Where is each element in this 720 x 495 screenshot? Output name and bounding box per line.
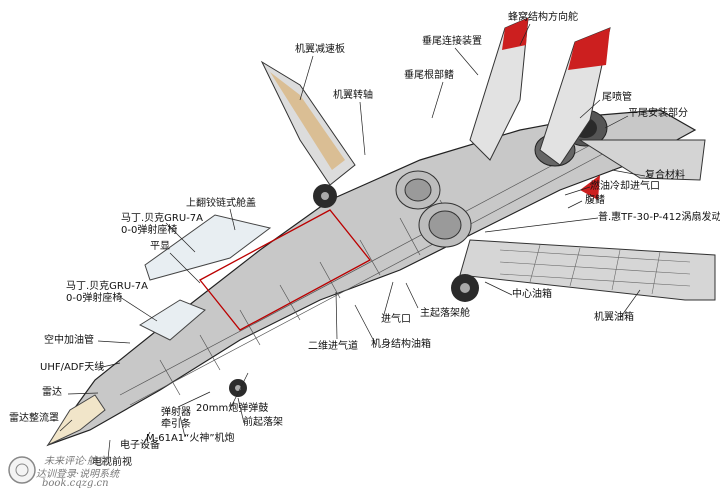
watermark-line3: book.cqzg.cn [42, 478, 109, 489]
label-vertical-tail-attach: 垂尾连接装置 [422, 36, 482, 47]
label-composite: 复合材料 [645, 170, 685, 181]
label-engine: 普.惠TF-30-P-412涡扇发动机 [598, 212, 720, 223]
label-seat-rear: 马丁.贝克GRU-7A 0-0弹射座椅 [121, 213, 204, 236]
label-uhf-adf: UHF/ADF天线 [40, 362, 105, 373]
label-refuel-probe: 空中加油管 [44, 335, 94, 346]
label-vertical-tail-root-fairing: 垂尾根部鳍 [404, 70, 454, 81]
label-nose-gear: 前起落架 [243, 417, 283, 428]
label-hud: 平显 [150, 241, 170, 252]
label-wing-tank: 机翼油箱 [594, 312, 634, 323]
label-ejector: 弹射器 牵引条 [161, 407, 191, 430]
label-fuel-cooling-inlet: 燃油冷却进气口 [590, 181, 660, 192]
label-ventral-fin: 腹鳍 [585, 195, 605, 206]
label-radar: 雷达 [42, 387, 62, 398]
watermark-logo [8, 456, 36, 484]
label-inlet-duct: 二维进气道 [308, 341, 358, 352]
label-tv: 电视前视 [92, 457, 132, 468]
label-main-gear-bay: 主起落架舱 [420, 308, 470, 319]
label-fuselage-tank: 机身结构油箱 [371, 339, 431, 350]
leader-lines [59, 23, 646, 460]
label-drum: 20mm炮弹弹鼓 [196, 403, 269, 414]
label-intake: 进气口 [381, 314, 411, 325]
watermark-line2: 达训登录·说明系统 [36, 469, 120, 480]
f14-aircraft [46, 17, 716, 447]
label-center-tank: 中心油箱 [512, 289, 552, 300]
label-electronics: 电子设备 [120, 440, 160, 451]
label-honeycomb-rudder: 蜂窝结构方向舵 [508, 12, 578, 23]
label-wing-pivot: 机翼转轴 [333, 90, 373, 101]
watermark-line1: 未来评论·航空 [44, 456, 108, 467]
label-gun: M-61A1“火神”机炮 [146, 433, 235, 444]
label-radome: 雷达整流罩 [9, 413, 59, 424]
label-seat-front: 马丁.贝克GRU-7A 0-0弹射座椅 [66, 281, 149, 304]
label-tail-mount: 平尾安装部分 [628, 108, 688, 119]
label-canopy: 上翻铰链式舱盖 [186, 198, 256, 209]
label-exhaust-nozzle: 尾喷管 [602, 92, 632, 103]
label-wing-glove-vane: 机翼减速板 [295, 44, 345, 55]
